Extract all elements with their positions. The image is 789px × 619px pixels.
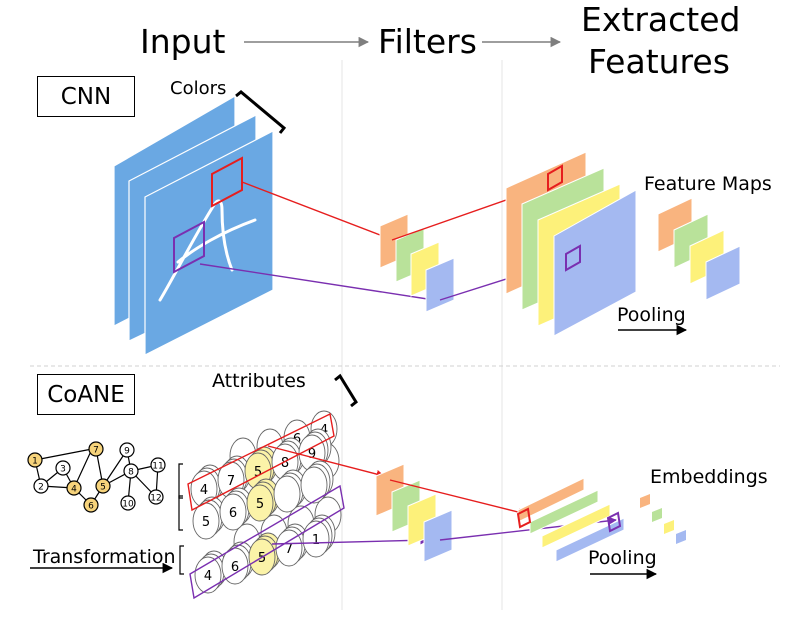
coane-feature-blue xyxy=(555,517,625,563)
coane-purple-cell xyxy=(606,511,622,533)
graph-edges xyxy=(34,448,159,506)
matrix-cell: 5 xyxy=(248,532,282,576)
handwritten-a-glyph xyxy=(158,199,257,302)
graph-node: 7 xyxy=(88,441,104,457)
graph-node-label: 9 xyxy=(124,447,130,457)
matrix-cell-label: 5 xyxy=(202,515,210,530)
transformation-label: Transformation xyxy=(33,546,176,568)
matrix-brace-top xyxy=(178,463,183,499)
matrix-cell xyxy=(273,469,307,513)
matrix-cell-label: 9 xyxy=(308,447,316,462)
coane-feature-green xyxy=(529,489,599,535)
attributes-label: Attributes xyxy=(212,370,306,392)
graph-node-label: 12 xyxy=(150,494,161,504)
matrix-cell-label: 7 xyxy=(285,542,293,557)
matrix-brace-mid xyxy=(178,495,183,531)
matrix-cell-label: 5 xyxy=(258,551,266,566)
matrix-cell-label: 5 xyxy=(256,497,264,512)
graph-node: 10 xyxy=(120,495,136,511)
matrix-cell: 5 xyxy=(192,496,226,540)
graph-node: 4 xyxy=(66,480,82,496)
graph-node: 6 xyxy=(83,497,99,513)
feature-map-blue xyxy=(553,189,637,337)
graph-node: 5 xyxy=(95,478,111,494)
graph-node-label: 11 xyxy=(152,462,163,472)
cnn-red-window xyxy=(211,156,243,208)
embedding-orange xyxy=(640,494,650,508)
coane-label: CoANE xyxy=(47,381,125,408)
coane-red-cell xyxy=(516,507,532,529)
feature-purple-cell xyxy=(565,244,581,272)
coane-pooling-label: Pooling xyxy=(588,547,657,569)
feature-red-cell xyxy=(547,164,563,192)
cnn-label-box: CNN xyxy=(37,76,135,117)
matrix-cell-label: 5 xyxy=(254,465,262,480)
cnn-purple-window xyxy=(173,220,205,274)
matrix-cell-label: 7 xyxy=(227,474,235,489)
matrix-cell-label: 1 xyxy=(312,533,320,548)
matrix-cell-label: 6 xyxy=(229,506,237,521)
embedding-blue xyxy=(676,530,686,544)
graph-node: 8 xyxy=(123,463,139,479)
graph-node-label: 4 xyxy=(71,485,77,495)
graph-node-label: 8 xyxy=(128,468,134,478)
graph-node-label: 6 xyxy=(88,502,94,512)
graph-node-label: 2 xyxy=(38,483,44,493)
matrix-row-purple-outline xyxy=(189,484,345,600)
matrix-cell-label: 6 xyxy=(231,560,239,575)
embedding-green xyxy=(652,508,662,522)
cnn-pooling-label: Pooling xyxy=(617,304,686,326)
cnn-red-link xyxy=(241,181,389,240)
graph-node: 11 xyxy=(150,457,166,473)
graph-node: 3 xyxy=(55,460,71,476)
graph-node: 1 xyxy=(27,452,43,468)
pooled-map-blue xyxy=(705,245,741,301)
cnn-purple-link xyxy=(199,263,435,304)
coane-label-box: CoANE xyxy=(37,374,135,415)
graph-node: 12 xyxy=(148,489,164,505)
matrix-cell-label: 4 xyxy=(204,569,212,584)
embedding-yellow xyxy=(664,520,674,534)
graph-node-label: 3 xyxy=(60,465,66,475)
header-extracted: Extracted xyxy=(581,0,741,39)
matrix-cell: 5 xyxy=(246,478,280,522)
header-filters: Filters xyxy=(378,22,477,61)
matrix-cell-label: 8 xyxy=(281,456,289,471)
coane-filter-blue xyxy=(423,509,453,563)
matrix-row-red-outline xyxy=(187,412,335,512)
attribute-matrix: 644758956546571 xyxy=(190,410,342,594)
colors-label: Colors xyxy=(170,78,227,99)
feature-maps-label: Feature Maps xyxy=(644,173,772,195)
coane-red-link xyxy=(267,445,385,479)
coane-red-filter-link xyxy=(389,479,527,517)
cnn-label: CNN xyxy=(60,83,112,110)
graph-node: 2 xyxy=(33,478,49,494)
colors-bracket xyxy=(235,90,287,134)
embeddings-label: Embeddings xyxy=(650,466,768,488)
transformation-brace xyxy=(179,545,184,575)
matrix-cell-label: 4 xyxy=(200,483,208,498)
header-features: Features xyxy=(588,42,730,81)
attributes-bracket xyxy=(334,373,358,408)
graph-node: 9 xyxy=(119,442,135,458)
header-input: Input xyxy=(140,22,226,61)
graph-node-label: 10 xyxy=(122,500,134,510)
matrix-cell xyxy=(300,460,334,504)
coane-purple-link xyxy=(271,535,429,545)
matrix-cell: 4 xyxy=(194,550,228,594)
graph-node-label: 5 xyxy=(100,483,106,493)
graph-node-label: 1 xyxy=(32,457,38,467)
graph-node-label: 7 xyxy=(93,446,99,456)
